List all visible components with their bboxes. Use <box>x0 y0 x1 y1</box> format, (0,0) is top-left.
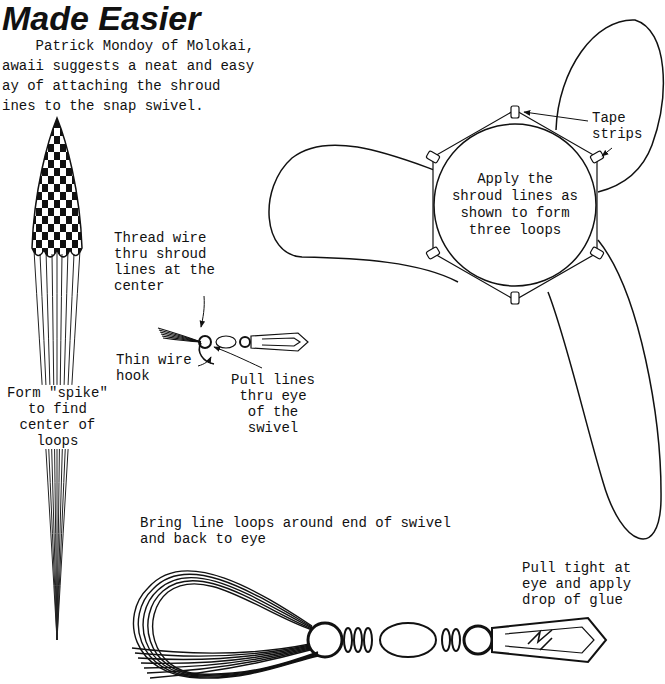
large-swivel <box>364 628 372 652</box>
callout-text: Bring line loops around end of swivel an… <box>140 515 461 547</box>
shroud-line <box>161 334 201 342</box>
title: Made Easier <box>2 0 200 36</box>
large-swivel <box>354 628 362 652</box>
canopy-hexagon <box>433 110 597 300</box>
shroud-line <box>158 328 201 342</box>
small-swivel <box>240 337 250 347</box>
tape-strip <box>511 106 519 118</box>
shroud-loops <box>548 240 661 539</box>
large-swivel <box>308 623 342 657</box>
small-swivel <box>199 343 214 364</box>
small-swivel <box>216 336 236 348</box>
large-swivel <box>133 571 318 678</box>
spike-canopy <box>32 118 82 257</box>
line-loop <box>138 574 318 677</box>
large-swivel <box>442 629 460 651</box>
node-text: Apply the shroud lines as shown to form … <box>451 171 579 239</box>
large-swivel <box>344 628 352 652</box>
tape-strip <box>426 247 440 260</box>
shroud-line <box>159 330 201 342</box>
large-swivel <box>452 629 460 651</box>
tape-strip <box>426 151 440 164</box>
line-loop <box>143 578 318 677</box>
leader-line <box>198 112 612 368</box>
spike-canopy <box>28 115 88 270</box>
small-swivel <box>251 333 308 351</box>
shroud-line <box>163 338 201 342</box>
leader-line <box>198 357 211 366</box>
shroud-loops <box>269 145 458 282</box>
large-swivel <box>344 628 372 652</box>
tape-strip <box>590 247 604 260</box>
small-swivel <box>262 338 300 346</box>
leader-line <box>524 112 588 121</box>
large-swivel <box>492 618 606 662</box>
circle-outline <box>434 124 596 286</box>
callout-text: Form "spike" to find center of loops <box>6 385 109 449</box>
leader-line <box>602 148 612 156</box>
leader-line <box>201 296 204 327</box>
line-loop <box>148 581 318 675</box>
large-swivel <box>380 623 436 657</box>
large-swivel <box>442 629 450 651</box>
intro-text: Patrick Mondoy of Molokai, awaii suggest… <box>2 36 256 116</box>
large-swivel <box>528 630 552 650</box>
callout-text: Pull tight at eye and apply drop of glue <box>522 560 633 608</box>
callout-text: Thread wire thru shroud lines at the cen… <box>114 230 217 294</box>
spike-canopy <box>28 115 88 270</box>
large-swivel <box>464 626 492 654</box>
line-loop <box>133 571 318 678</box>
leader-line <box>214 347 262 368</box>
tape-strip <box>511 292 519 304</box>
canopy-hexagon <box>433 110 597 300</box>
callout-text: Tape strips <box>592 110 644 142</box>
large-swivel <box>505 627 594 653</box>
tape-strip <box>590 151 604 164</box>
callout-text: Pull lines thru eye of the swivel <box>230 372 316 436</box>
shroud-loops <box>269 20 663 539</box>
small-swivel <box>158 328 201 342</box>
tape-strip <box>426 106 604 304</box>
shroud-line <box>162 336 201 342</box>
small-swivel <box>199 336 211 348</box>
circle-node: Apply the shroud lines as shown to form … <box>433 123 597 287</box>
shroud-line <box>160 332 201 342</box>
callout-text: Thin wire hook <box>116 352 194 384</box>
